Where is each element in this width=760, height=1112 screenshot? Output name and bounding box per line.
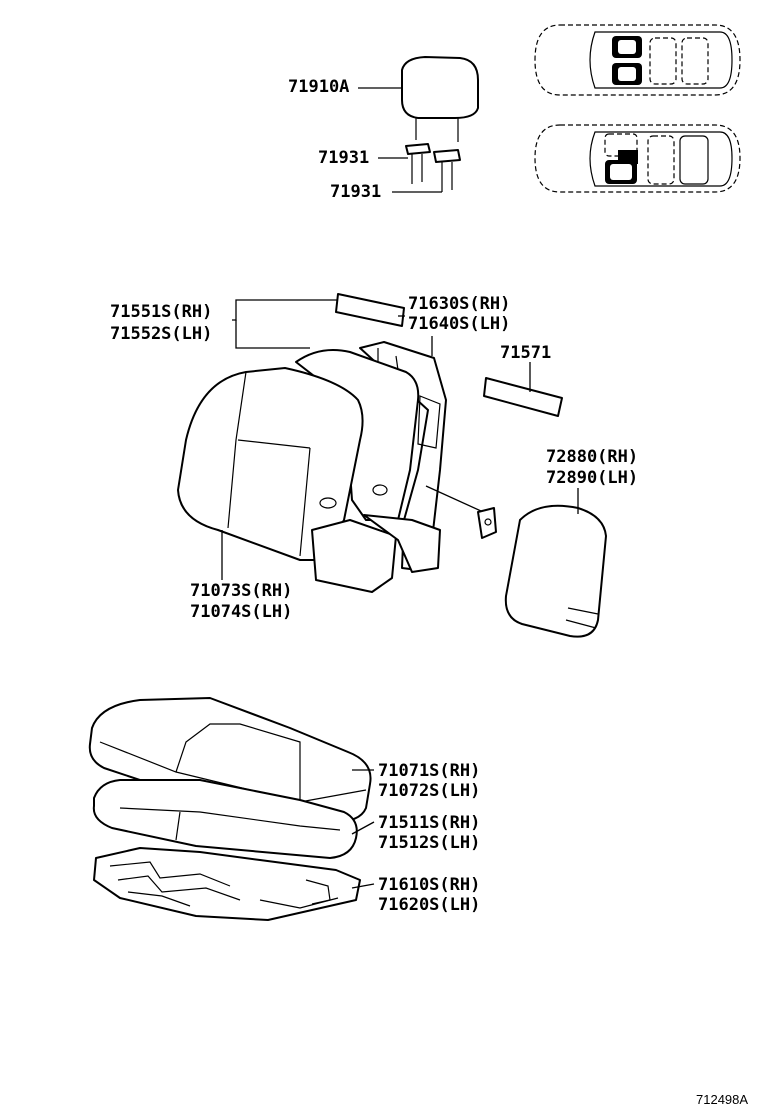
- label-71074s-lh: 71074S(LH): [190, 602, 292, 622]
- armrest-mount-drawing: [425, 485, 497, 539]
- label-71511s-rh: 71511S(RH): [378, 813, 480, 833]
- label-71910a: 71910A: [288, 77, 349, 97]
- label-71640s-lh: 71640S(LH): [408, 314, 510, 334]
- label-71552s-lh: 71552S(LH): [110, 324, 212, 344]
- figure-id: 712498A: [696, 1092, 748, 1107]
- cushion-frame-drawing: [93, 847, 361, 921]
- label-71630s-rh: 71630S(RH): [408, 294, 510, 314]
- label-71551s-rh: 71551S(RH): [110, 302, 212, 322]
- seatback-drawing: [177, 293, 447, 593]
- label-71610s-rh: 71610S(RH): [378, 875, 480, 895]
- headrest-drawing: [401, 56, 479, 192]
- armrest-drawing: [504, 504, 607, 638]
- label-71931-upper: 71931: [318, 148, 369, 168]
- label-71931-lower: 71931: [330, 182, 381, 202]
- label-71073s-rh: 71073S(RH): [190, 581, 292, 601]
- back-board-drawing: [483, 377, 563, 417]
- label-71071s-rh: 71071S(RH): [378, 761, 480, 781]
- label-71571: 71571: [500, 343, 551, 363]
- label-72890-lh: 72890(LH): [546, 468, 638, 488]
- vehicle-thumbnail-top: [534, 24, 741, 96]
- vehicle-thumbnail-bottom: [534, 124, 741, 193]
- label-72880-rh: 72880(RH): [546, 447, 638, 467]
- leader-lines: [221, 87, 579, 889]
- cushion-pad-drawing: [92, 779, 358, 859]
- label-71072s-lh: 71072S(LH): [378, 781, 480, 801]
- label-71620s-lh: 71620S(LH): [378, 895, 480, 915]
- label-71512s-lh: 71512S(LH): [378, 833, 480, 853]
